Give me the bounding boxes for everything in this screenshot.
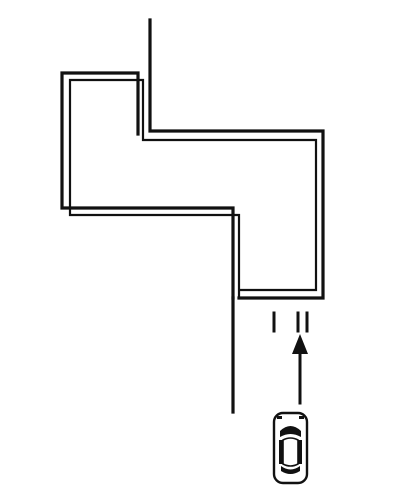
road-outline: [60, 18, 325, 414]
direction-arrow-icon: [292, 334, 308, 405]
road-outer-edge-top: [148, 18, 325, 300]
road-outer-edge: [60, 71, 235, 300]
road-inner-edge: [68, 78, 318, 300]
car-icon: [272, 411, 309, 485]
entry-tick-marks: [272, 311, 309, 333]
